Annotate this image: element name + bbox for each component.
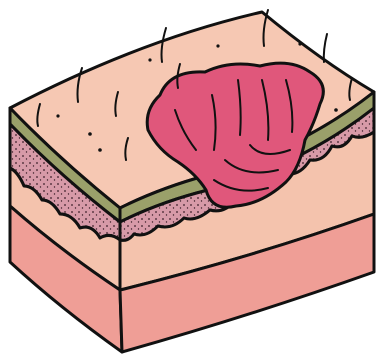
skin-block-svg <box>0 0 377 362</box>
skin-illustration <box>0 0 377 362</box>
